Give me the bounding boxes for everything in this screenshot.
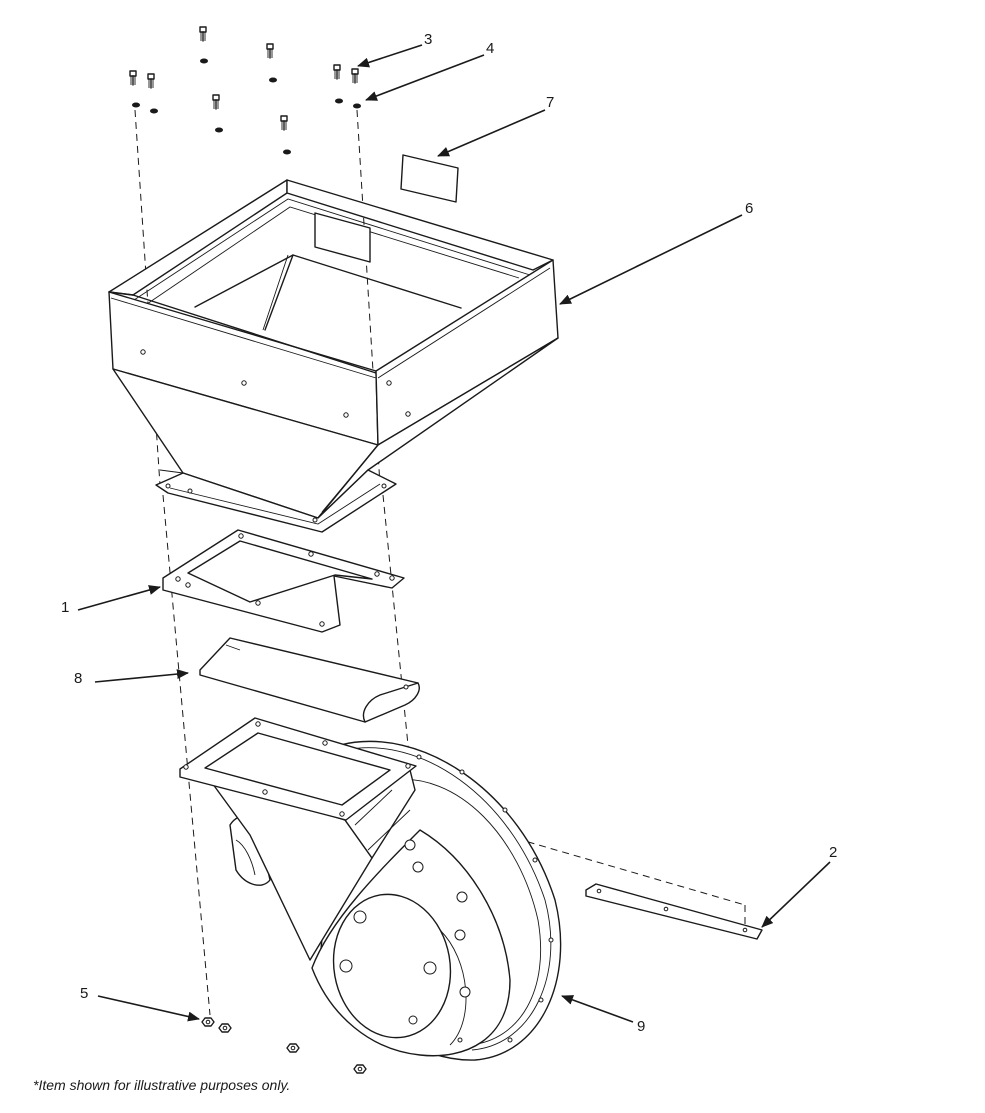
callout-3: 3: [424, 31, 432, 48]
washers: [132, 58, 361, 155]
label-plate: [400, 154, 459, 203]
bolt: [129, 70, 137, 86]
bolt: [147, 73, 155, 89]
nuts: [201, 1017, 367, 1074]
callout-4: 4: [486, 40, 494, 57]
callout-8: 8: [74, 670, 82, 687]
hopper: [108, 179, 559, 533]
bolt: [266, 43, 274, 59]
callout-5: 5: [80, 985, 88, 1002]
callout-leaders: [77, 44, 831, 1023]
callout-2: 2: [829, 844, 837, 861]
bolt: [333, 64, 341, 80]
bolt: [280, 115, 288, 131]
illustrative-footnote: *Item shown for illustrative purposes on…: [33, 1077, 291, 1093]
callout-1: 1: [61, 599, 69, 616]
gasket-frame: [162, 529, 405, 633]
bolt: [351, 68, 359, 84]
bolt: [199, 26, 207, 42]
callout-6: 6: [745, 200, 753, 217]
slide-gate: [199, 637, 420, 723]
callout-numbers: 3 4 7 6 1 8 2 5 9: [61, 31, 837, 1035]
callout-9: 9: [637, 1018, 645, 1035]
blower-housing: [179, 717, 562, 1061]
callout-7: 7: [546, 94, 554, 111]
bolts: [129, 26, 359, 131]
bolt: [212, 94, 220, 110]
support-strap: [585, 883, 763, 940]
